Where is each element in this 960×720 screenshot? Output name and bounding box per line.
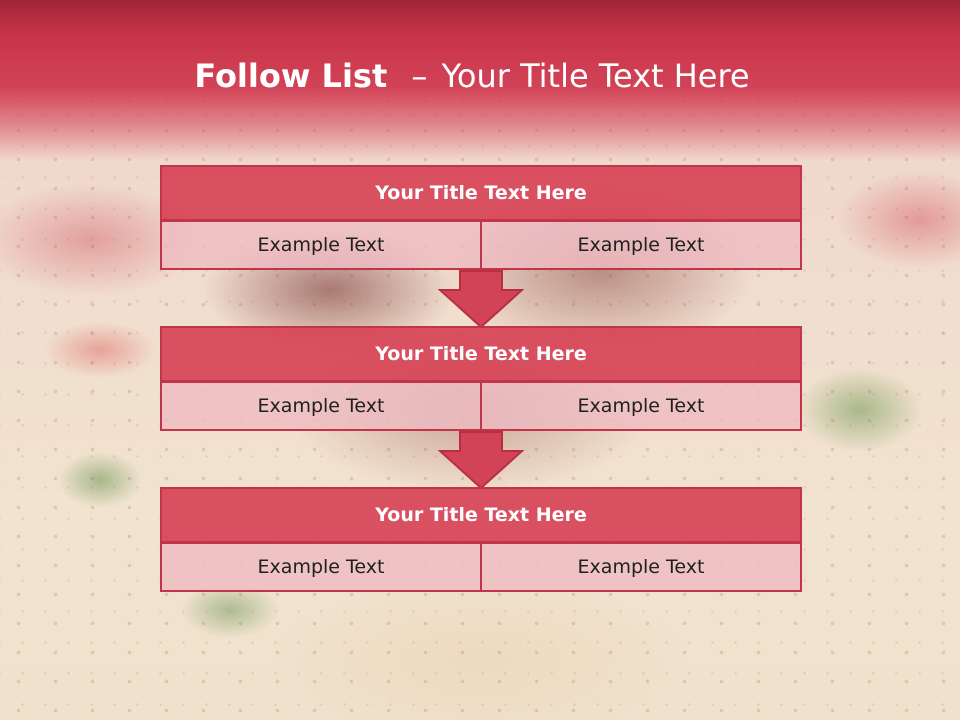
block-cell-right: Example Text xyxy=(480,542,802,592)
title-bold: Follow List xyxy=(194,57,388,95)
list-block-2: Your Title Text Here Example Text Exampl… xyxy=(160,326,802,431)
block-cell-right: Example Text xyxy=(480,381,802,431)
down-arrow-icon xyxy=(438,270,524,328)
block-cell-right: Example Text xyxy=(480,220,802,270)
list-block-3: Your Title Text Here Example Text Exampl… xyxy=(160,487,802,592)
down-arrow-icon xyxy=(438,431,524,489)
block-cell-left: Example Text xyxy=(160,220,482,270)
list-block-1: Your Title Text Here Example Text Exampl… xyxy=(160,165,802,270)
title-dash: – xyxy=(411,57,428,95)
block-row: Example Text Example Text xyxy=(160,220,802,270)
block-row: Example Text Example Text xyxy=(160,381,802,431)
block-title: Your Title Text Here xyxy=(160,165,802,221)
block-title: Your Title Text Here xyxy=(160,487,802,543)
header-band xyxy=(0,0,960,160)
block-cell-left: Example Text xyxy=(160,542,482,592)
block-cell-left: Example Text xyxy=(160,381,482,431)
title-rest: Your Title Text Here xyxy=(441,57,750,95)
block-title: Your Title Text Here xyxy=(160,326,802,382)
slide-title: Follow List – Your Title Text Here xyxy=(0,54,944,98)
block-row: Example Text Example Text xyxy=(160,542,802,592)
